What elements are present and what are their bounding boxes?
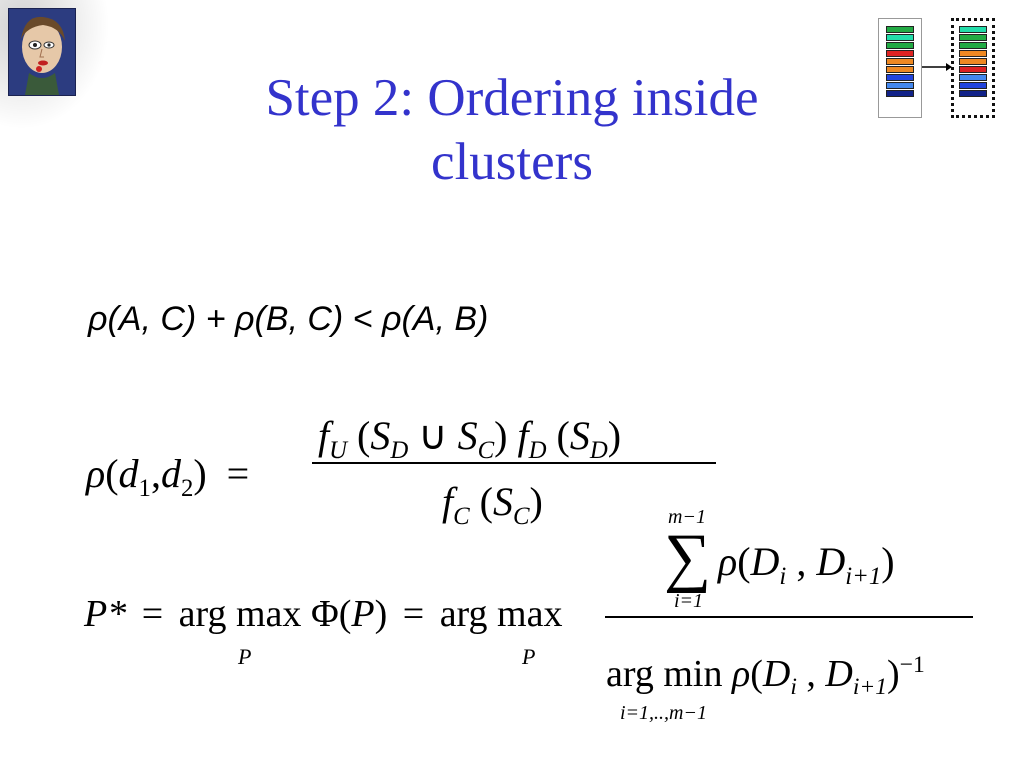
cluster-bar xyxy=(886,90,914,97)
formula1-lhs: ρ(d1,d2) = xyxy=(86,451,250,502)
unordered-cluster-stack xyxy=(878,18,922,118)
formula2-denominator: arg min ρ(Di , Di+1)−1 xyxy=(606,651,925,701)
cluster-bar xyxy=(959,42,987,49)
sum-upper-limit: m−1 xyxy=(668,506,706,528)
ordered-cluster-stack xyxy=(951,18,995,118)
min-subscript: i=1,..,m−1 xyxy=(620,702,707,724)
formula2-lhs: P* = arg max Φ(P) = arg max xyxy=(84,593,563,635)
max-subscript-2: P xyxy=(522,644,536,669)
formula1-numerator: fU (SD ∪ SC) fD (SD) xyxy=(318,413,622,464)
portrait-image xyxy=(8,8,76,96)
max-subscript-1: P xyxy=(238,644,252,669)
title-line-1: Step 2: Ordering inside xyxy=(265,69,759,127)
cluster-bar xyxy=(886,66,914,73)
cluster-bar xyxy=(959,50,987,57)
formula2-fraction-bar xyxy=(605,616,973,618)
cluster-bar xyxy=(959,58,987,65)
cluster-bar xyxy=(886,82,914,89)
cluster-bar xyxy=(959,74,987,81)
cluster-bar xyxy=(886,34,914,41)
cluster-bar xyxy=(886,26,914,33)
title-line-2: clusters xyxy=(431,133,593,191)
arrow-right-icon xyxy=(922,63,952,71)
cluster-bar xyxy=(886,74,914,81)
inequality-text: ρ(A, C) + ρ(B, C) < ρ(A, B) xyxy=(88,300,489,338)
sum-sigma: ∑ xyxy=(664,521,712,594)
cluster-bar xyxy=(886,50,914,57)
cluster-bar xyxy=(959,26,987,33)
sum-lower-limit: i=1 xyxy=(674,590,704,612)
cluster-bar xyxy=(959,34,987,41)
cluster-bar xyxy=(959,66,987,73)
formula1-denominator: fC (SC) xyxy=(442,479,543,530)
formula2-numerator: ρ(Di , Di+1) xyxy=(718,539,895,590)
cluster-bar xyxy=(886,58,914,65)
cluster-bar xyxy=(959,82,987,89)
cluster-bar xyxy=(959,90,987,97)
slide-title: Step 2: Ordering inside clusters xyxy=(120,66,904,194)
formula1-fraction-bar xyxy=(312,462,716,464)
cluster-bar xyxy=(886,42,914,49)
